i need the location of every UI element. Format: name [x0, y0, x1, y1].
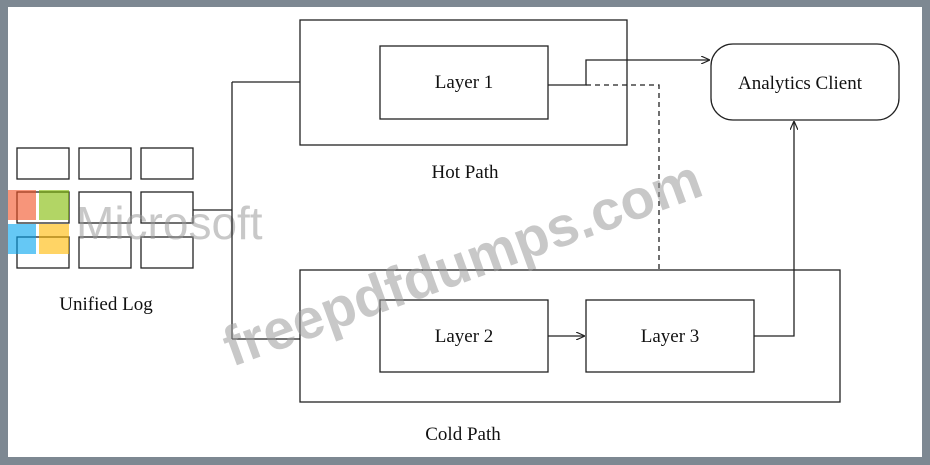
- layer1-to-layer3-dashed-arrow: [586, 84, 659, 300]
- analytics-client-box: [710, 43, 900, 121]
- layer2-box: [379, 299, 549, 373]
- microsoft-logo-watermark: [8, 190, 69, 254]
- logo-square-blue: [8, 224, 36, 254]
- logo-square-green: [39, 190, 69, 220]
- log-cell: [140, 236, 194, 269]
- log-cell: [78, 191, 132, 224]
- layer1-label: Layer 1: [435, 72, 494, 93]
- analytics-client-label: Analytics Client: [738, 73, 863, 94]
- layer1-box: [379, 45, 549, 120]
- microsoft-watermark-text: Microsoft: [76, 197, 263, 249]
- log-cell: [140, 147, 194, 180]
- layer1-to-client-arrow: [548, 60, 709, 86]
- layer3-to-client-arrow: [754, 122, 794, 337]
- hot-path-label: Hot Path: [431, 162, 499, 183]
- cold-path-label: Cold Path: [425, 424, 501, 445]
- unified-log-label: Unified Log: [59, 294, 153, 315]
- log-cell: [78, 236, 132, 269]
- logo-square-yellow: [39, 224, 69, 254]
- log-cell: [16, 147, 70, 180]
- layer3-box: [585, 299, 755, 373]
- log-cell: [140, 191, 194, 224]
- logo-square-red: [8, 190, 36, 220]
- diagram-canvas: Microsoft Unified Log Layer 1 Hot Path A…: [8, 7, 922, 457]
- log-cell: [78, 147, 132, 180]
- layer3-label: Layer 3: [641, 326, 700, 347]
- layer2-label: Layer 2: [435, 326, 494, 347]
- architecture-diagram: Microsoft Unified Log Layer 1 Hot Path A…: [8, 19, 900, 445]
